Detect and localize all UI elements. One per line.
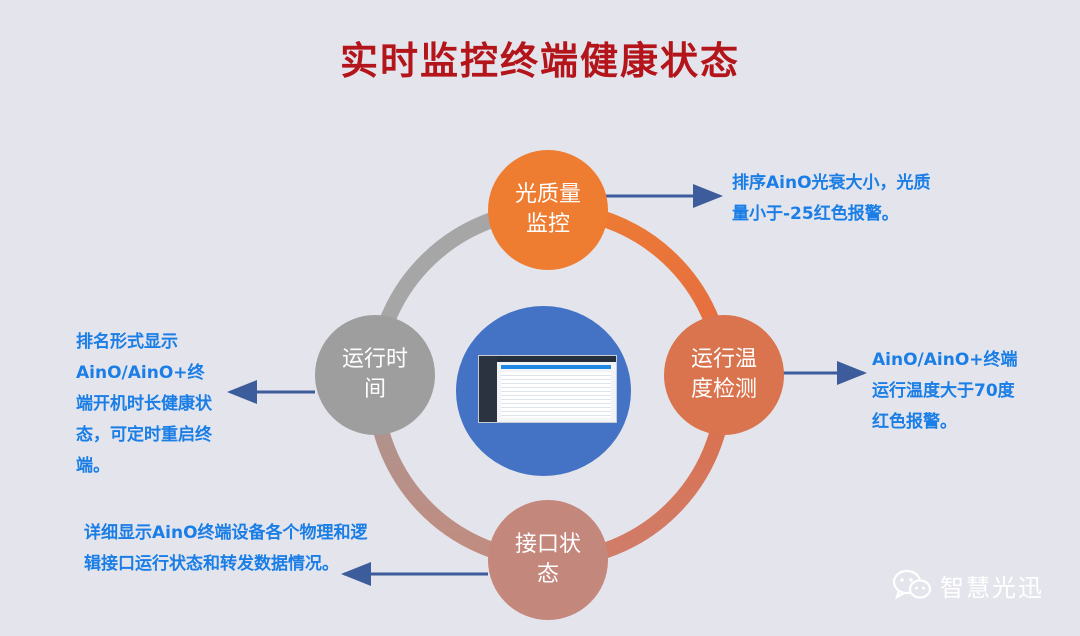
screenshot-table-header	[501, 365, 611, 369]
monitor-screenshot	[478, 355, 617, 423]
screenshot-topbar	[497, 356, 616, 362]
watermark-text: 智慧光迅	[940, 568, 1044, 603]
description-optical-quality: 排序AinO光衰大小，光质 量小于-25红色报警。	[732, 168, 992, 230]
watermark: 智慧光迅	[892, 568, 1044, 602]
node-temperature: 运行温 度检测	[664, 315, 784, 435]
description-interface-status: 详细显示AinO终端设备各个物理和逻 辑接口运行状态和转发数据情况。	[84, 518, 404, 580]
node-runtime: 运行时 间	[315, 315, 435, 435]
screenshot-sidebar	[479, 356, 497, 422]
description-runtime: 排名形式显示 AinO/AinO+终 端开机时长健康状 态，可定时重启终 端。	[76, 327, 246, 482]
wechat-icon	[892, 569, 932, 601]
screenshot-table-rows	[501, 372, 611, 418]
node-optical-quality: 光质量 监控	[488, 150, 608, 270]
description-temperature: AinO/AinO+终端 运行温度大于70度 红色报警。	[872, 345, 1072, 438]
node-interface-status: 接口状 态	[488, 500, 608, 620]
